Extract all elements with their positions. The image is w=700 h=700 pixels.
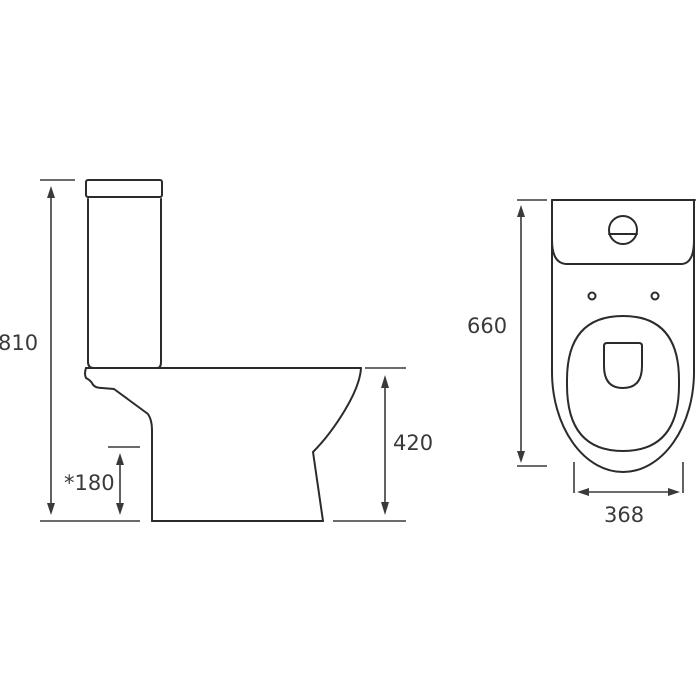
pan-back-profile xyxy=(84,367,153,522)
arrow-up-icon xyxy=(517,205,525,217)
dimension-overall-height xyxy=(40,179,140,522)
flush-button-icon xyxy=(608,215,638,245)
label-overall-depth: 660 xyxy=(467,314,508,338)
arrow-left-icon xyxy=(577,488,589,496)
arrow-up-icon xyxy=(381,375,389,388)
top-view xyxy=(551,199,696,473)
dimension-width xyxy=(573,462,684,496)
arrow-right-icon xyxy=(668,488,680,496)
arrow-down-icon xyxy=(116,503,124,515)
label-overall-height: 810 xyxy=(0,331,39,355)
cistern-footprint xyxy=(551,239,695,265)
label-seat-height: 420 xyxy=(393,431,434,455)
label-pan-width: 368 xyxy=(604,503,645,527)
dimension-depth xyxy=(517,199,547,467)
outer-outline xyxy=(551,199,695,473)
arrow-up-icon xyxy=(116,453,124,465)
dimension-seat-height xyxy=(333,367,406,522)
hinge-hole-left xyxy=(587,291,597,301)
cistern-lid xyxy=(85,179,163,198)
side-view xyxy=(84,179,362,522)
arrow-down-icon xyxy=(381,502,389,515)
bowl-opening xyxy=(603,342,643,389)
arrow-down-icon xyxy=(47,503,55,515)
seat-ring xyxy=(566,315,680,452)
label-waste-outlet-height: *180 xyxy=(64,471,115,495)
dimension-waste-height xyxy=(108,446,140,515)
pan-front-profile xyxy=(312,367,362,522)
arrow-up-icon xyxy=(47,186,55,198)
hinge-hole-right xyxy=(650,291,660,301)
arrow-down-icon xyxy=(517,451,525,463)
cistern-body xyxy=(87,198,162,369)
